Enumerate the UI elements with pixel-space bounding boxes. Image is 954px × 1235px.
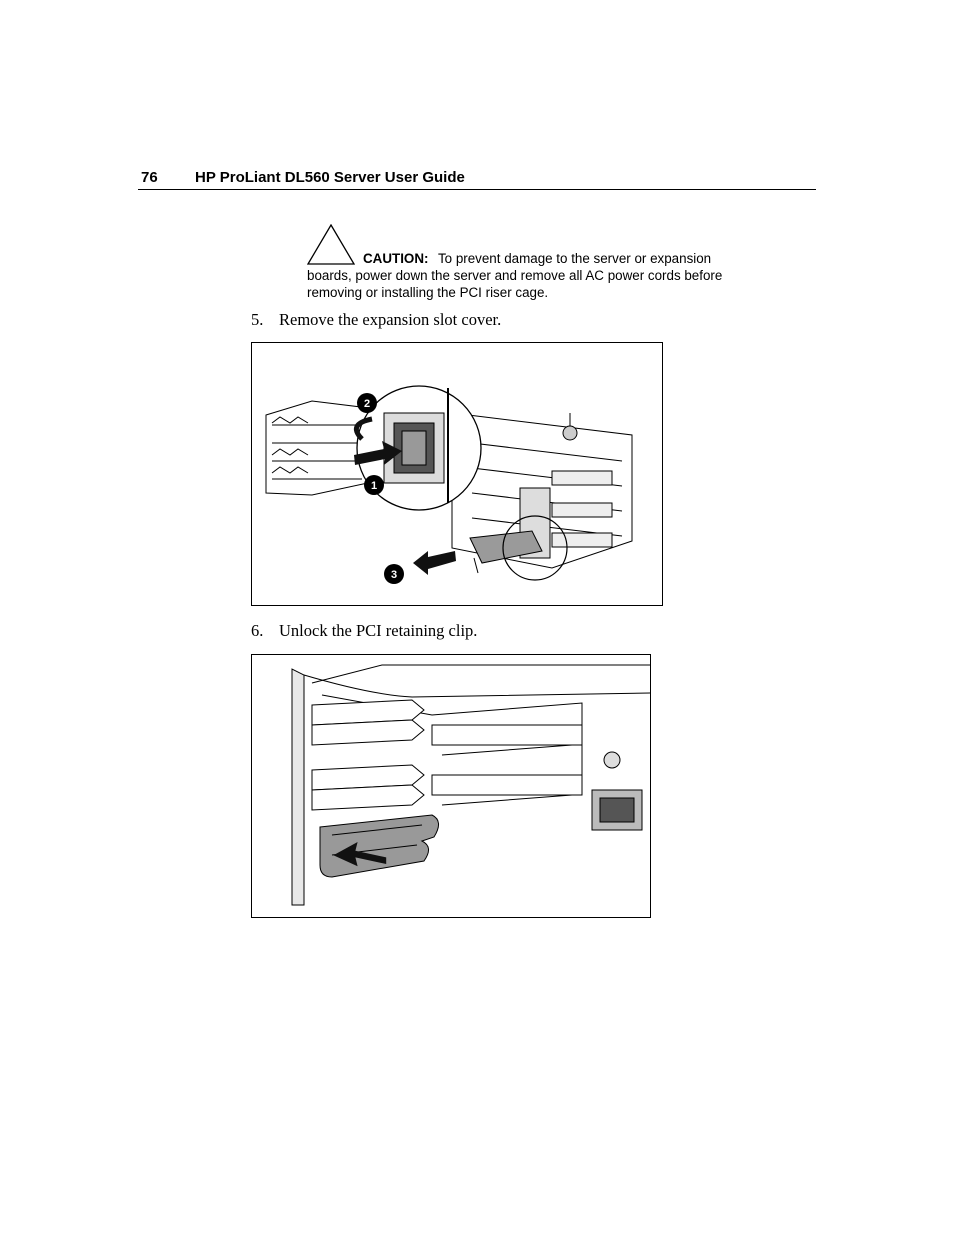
zoom-target-circle — [502, 515, 568, 581]
expansion-slot-cover — [469, 530, 543, 574]
callout-2-label: 2 — [364, 398, 370, 410]
document-title: HP ProLiant DL560 Server User Guide — [195, 169, 465, 186]
page-number: 76 — [141, 169, 158, 186]
step-5: 5. Remove the expansion slot cover. — [251, 310, 501, 330]
caution-triangle-icon — [307, 224, 355, 265]
step-text: Remove the expansion slot cover. — [279, 310, 502, 329]
callout-3-label: 3 — [391, 569, 397, 581]
callout-1-label: 1 — [371, 480, 377, 492]
unlock-arrow-icon — [333, 842, 387, 867]
latch-detail — [383, 388, 449, 503]
pull-arrow-icon — [413, 551, 456, 575]
step-6: 6. Unlock the PCI retaining clip. — [251, 621, 477, 641]
figure-unlock-retaining-clip-illustration — [291, 664, 650, 906]
figure-unlock-retaining-clip — [251, 654, 651, 918]
riser-cage — [265, 400, 633, 569]
figure-remove-slot-cover-illustration: 2 1 3 — [265, 385, 633, 584]
push-arrow-icon — [354, 441, 402, 465]
rotate-arrow-icon — [353, 416, 373, 441]
riser-cage-closeup — [291, 664, 650, 906]
page-header: 76 HP ProLiant DL560 Server User Guide — [138, 168, 816, 190]
caution-label: CAUTION: — [363, 251, 429, 266]
step-text: Unlock the PCI retaining clip. — [279, 621, 478, 640]
pci-retaining-clip — [319, 814, 439, 878]
callout-badge-3: 3 — [384, 564, 404, 584]
step-number: 5. — [251, 310, 264, 329]
callout-badge-2: 2 — [357, 393, 377, 413]
caution-notice: CAUTION: To prevent damage to the server… — [307, 224, 757, 304]
step-number: 6. — [251, 621, 264, 640]
figure-remove-slot-cover: 2 1 3 — [251, 342, 663, 606]
callout-badge-1: 1 — [364, 475, 384, 495]
caution-text: CAUTION: To prevent damage to the server… — [307, 250, 757, 301]
caution-body: To prevent damage to the server or expan… — [307, 251, 723, 300]
